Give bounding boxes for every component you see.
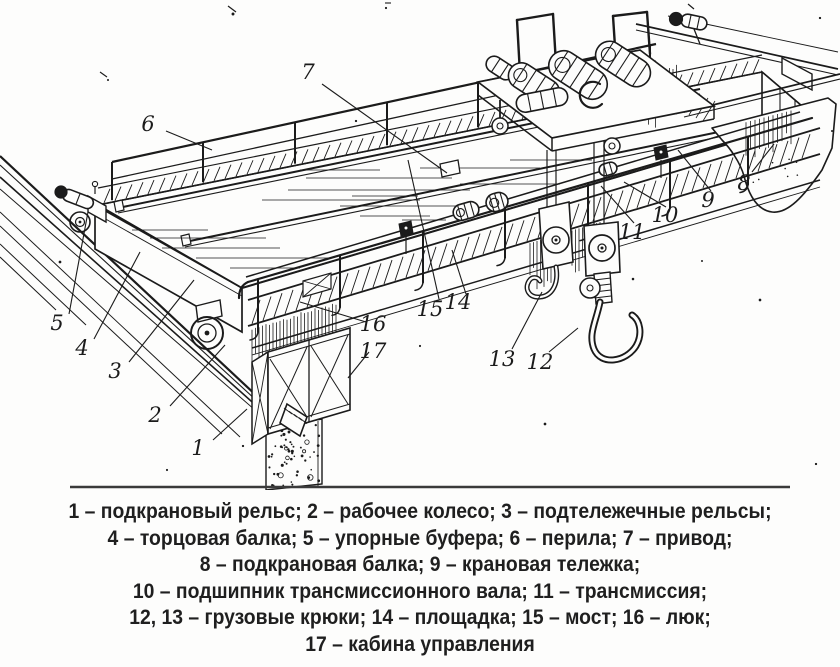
support-column — [265, 418, 323, 490]
buffers-left — [54, 180, 107, 233]
caption-line: 17 – кабина управления — [305, 631, 535, 656]
part-number-5: 5 — [50, 311, 63, 335]
part-number-3: 3 — [108, 359, 121, 383]
part-number-9: 9 — [701, 188, 714, 212]
part-number-7: 7 — [301, 60, 315, 84]
trolley — [475, 10, 717, 155]
caption-line: 10 – подшипник трансмиссионного вала; 11… — [132, 578, 708, 603]
figure-caption: 1 – подкрановый рельс; 2 – рабочее колес… — [0, 490, 840, 667]
part-number-15: 15 — [417, 297, 444, 321]
drum — [515, 86, 569, 114]
part-number-17: 17 — [360, 339, 387, 363]
caption-line: 12, 13 – грузовые крюки; 14 – площадка; … — [129, 605, 711, 629]
part-number-12: 12 — [527, 350, 554, 374]
part-number-4: 4 — [74, 336, 88, 360]
end-wheel — [190, 299, 224, 350]
far-runway-right — [635, 11, 839, 128]
part-number-11: 11 — [619, 220, 646, 244]
drum — [594, 40, 652, 88]
walkway-handrail — [237, 116, 814, 341]
drum — [452, 200, 480, 222]
hatch-door — [302, 272, 332, 298]
drum — [680, 13, 708, 31]
caption-line: 4 – торцовая балка; 5 – упорные буфера; … — [107, 525, 733, 550]
cab — [251, 326, 351, 446]
part-number-1: 1 — [191, 436, 204, 460]
transmission-shaft — [245, 111, 801, 278]
caption-line: 1 – подкрановый рельс; 2 – рабочее колес… — [68, 499, 772, 523]
part-number-13: 13 — [489, 347, 516, 371]
caption-line: 8 – подкрановая балка; 9 – крановая теле… — [199, 552, 641, 576]
speckles — [58, 2, 833, 472]
part-number-10: 10 — [652, 203, 679, 227]
part-number-16: 16 — [360, 312, 387, 336]
part-number-2: 2 — [147, 403, 161, 427]
drum — [485, 191, 509, 213]
part-number-8: 8 — [737, 171, 750, 195]
part-number-6: 6 — [141, 112, 154, 136]
runway-rail-left — [0, 155, 301, 450]
part-number-14: 14 — [445, 290, 472, 314]
drum — [547, 49, 609, 101]
hooks — [524, 141, 644, 364]
